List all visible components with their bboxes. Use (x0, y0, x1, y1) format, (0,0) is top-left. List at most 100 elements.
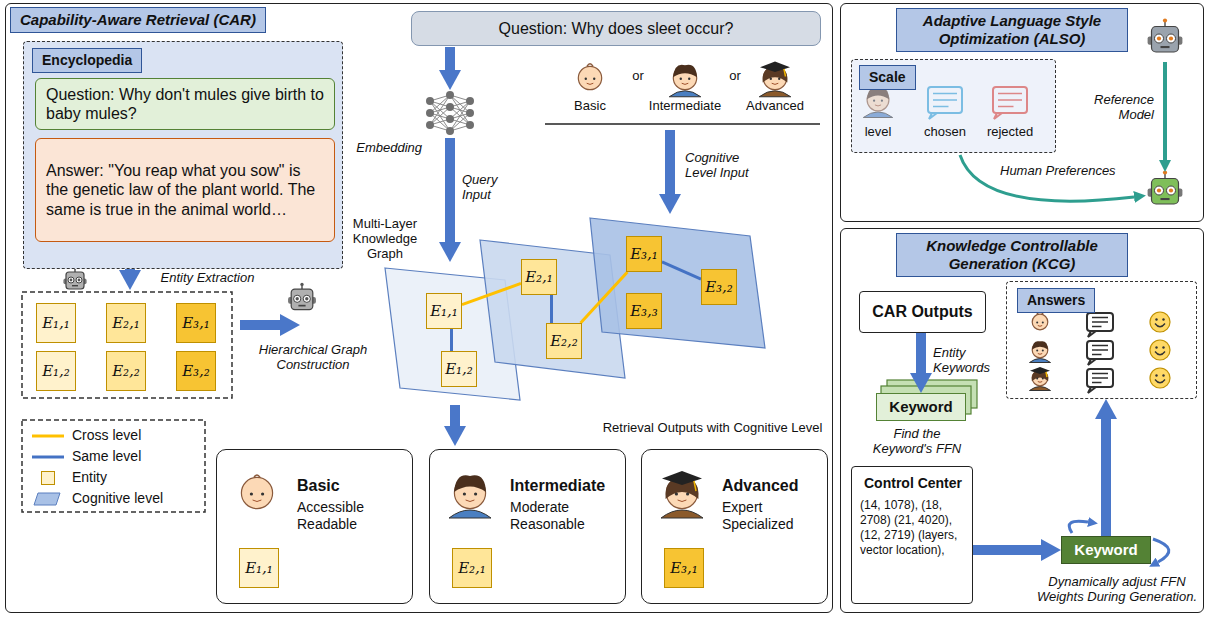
robot-icon-part (291, 289, 313, 309)
robot-icon-part (1163, 18, 1167, 22)
speech-bubble-icon-part (1092, 349, 1108, 351)
box-text: CAR Outputs (872, 302, 972, 321)
annotation-label: level (853, 124, 903, 139)
robot-icon-part (1161, 46, 1170, 48)
box-text: Keyword (1074, 541, 1137, 559)
robot-icon-part (72, 285, 78, 286)
smiley-icon-part (1155, 318, 1157, 320)
baby-icon-part (254, 475, 260, 478)
entity-label: E₁,₁ (430, 302, 458, 320)
annotation-label: Reference Model (1062, 92, 1154, 122)
embedding-network-icon-part (446, 115, 454, 123)
baby-icon-part (585, 78, 587, 80)
process-box: Answer: "You reap what you sow" is the g… (35, 138, 335, 242)
baby-icon-part (587, 83, 594, 84)
grad-icon-part (694, 481, 696, 491)
block-arrow (445, 47, 455, 70)
student-icon-part (454, 475, 486, 492)
baby-icon (241, 475, 272, 509)
entity-box: E₃,₂ (176, 351, 216, 391)
smiley-icon-part (1162, 346, 1164, 348)
entity-group-box (22, 292, 232, 398)
smiley-icon-part (1155, 380, 1165, 383)
output-box: AdvancedExpert SpecializedE₃,₁ (641, 449, 828, 604)
entity-label: E₁,₂ (445, 360, 473, 378)
entity-label: E₁,₁ (42, 314, 70, 332)
grad-icon-part (772, 83, 779, 84)
grad-icon-part (759, 91, 791, 97)
embedding-network-icon-part (426, 97, 434, 105)
grad-icon-part (1036, 378, 1038, 380)
legend-swatch (41, 471, 55, 485)
baby-icon-part (253, 500, 262, 502)
baby-icon (1032, 312, 1048, 330)
grad-icon (661, 471, 703, 518)
entity-label: E₂,₁ (525, 268, 553, 286)
robot-icon-part (1152, 27, 1179, 53)
legend-entry: Same level (30, 446, 163, 467)
grad-icon-part (784, 69, 786, 77)
box-text: Answer: "You reap what you sow" is the g… (46, 161, 324, 219)
annotation-label: Basic (555, 98, 625, 113)
entity-box: E₂,₂ (106, 351, 146, 391)
legend-box (22, 420, 205, 512)
smiley-icon-part (1162, 374, 1164, 376)
baby-icon (578, 64, 601, 90)
robot-icon-part (78, 279, 81, 282)
dashed-group-box: Answers (1006, 281, 1197, 399)
speech-bubble-icon (1087, 369, 1113, 393)
dashed-group-box: EncyclopediaQuestion: Why don't mules gi… (23, 41, 343, 269)
student-icon-part (1038, 353, 1042, 355)
student-icon-part (1036, 350, 1038, 352)
student-icon (449, 475, 491, 518)
student-icon (1030, 341, 1051, 362)
robot-icon-part (298, 305, 305, 307)
entity-box: E₂,₁ (452, 548, 492, 588)
entity-label: E₃,₁ (630, 245, 658, 263)
process-box: Keyword (876, 393, 966, 421)
robot-icon-part (1169, 188, 1173, 192)
entity-label: E₃,₃ (630, 302, 658, 320)
baby-icon-part (1032, 314, 1048, 330)
entity-box: E₂,₁ (521, 259, 557, 295)
graph-link (581, 272, 628, 323)
module-panel: Capability-Aware Retrieval (CAR)Encyclop… (5, 3, 833, 613)
embedding-network-icon-part (426, 109, 434, 117)
embedding-network-icon-part (466, 97, 474, 105)
annotation-label: Dynamically adjust FFN Weights During Ge… (1034, 574, 1200, 604)
speech-bubble-icon-part (1087, 341, 1113, 359)
speech-bubble-icon-part (1087, 369, 1113, 387)
annotation-label: Multi-Layer Knowledge Graph (334, 216, 436, 261)
grad-icon (759, 62, 791, 97)
entity-label: E₃,₂ (705, 278, 733, 296)
embedding-network-icon-part (446, 91, 454, 99)
entity-box: E₂,₂ (546, 323, 582, 359)
entity-box: E₁,₁ (426, 293, 462, 329)
legend-sample (30, 428, 66, 444)
panel-heading: Adaptive Language Style Optimization (AL… (896, 8, 1128, 52)
legend-text: Entity (72, 469, 107, 486)
box-text: Question: Why does sleet occur? (499, 19, 734, 38)
baby-icon-part (593, 78, 595, 80)
output-box: BasicAccessible ReadableE₁,₁ (216, 449, 413, 604)
baby-icon-part (241, 477, 272, 508)
entity-box: E₃,₁ (626, 236, 662, 272)
block-arrow (450, 405, 460, 426)
panel-heading: Encyclopedia (32, 48, 142, 73)
robot-icon (288, 283, 316, 310)
embedding-network-icon-part (430, 107, 450, 125)
embedding-network-icon-part (466, 109, 474, 117)
panel-heading: Answers (1017, 288, 1095, 313)
annotation-label: Retrieval Outputs with Cognitive Level (595, 420, 830, 435)
smiley-icon-part (1150, 368, 1170, 388)
speech-bubble-icon-part (1092, 382, 1102, 384)
box-heading: Advanced (722, 476, 827, 495)
graph-link (450, 329, 453, 351)
smiley-icon-part (1155, 324, 1165, 327)
entity-box: E₃,₁ (664, 548, 704, 588)
robot-icon-part (1167, 186, 1176, 195)
robot-icon-part (70, 279, 73, 282)
panel-heading: Knowledge Controllable Generation (KCG) (896, 233, 1128, 277)
graph-link (662, 262, 701, 279)
process-box: Question: Why don't mules give birth to … (35, 78, 335, 130)
